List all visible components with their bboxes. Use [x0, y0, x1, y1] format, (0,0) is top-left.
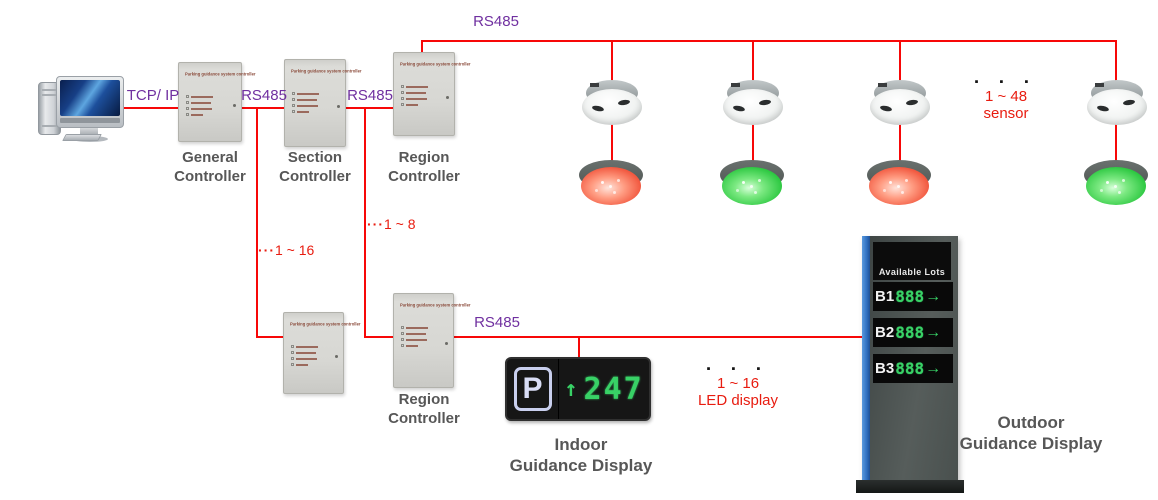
region-controller-device-top: Parking guidance system controller	[393, 52, 471, 136]
wire-region-chain-drop	[364, 107, 366, 338]
totem-base	[856, 480, 964, 493]
indoor-guidance-display: P ↑ 247	[505, 357, 651, 421]
wire-display-bus	[453, 336, 865, 338]
wire-section-chain-elbow	[256, 336, 284, 338]
device-header-text: Parking guidance system controller	[400, 303, 471, 308]
label-rs485-sensor-bus: RS485	[473, 13, 519, 30]
wire-sensor2-led	[752, 124, 754, 166]
ellipsis-icon: ▪ ▪ ▪	[974, 76, 1038, 88]
wire-sensor2-drop	[752, 40, 754, 84]
device-header-text: Parking guidance system controller	[290, 322, 361, 327]
pc-monitor	[56, 76, 124, 128]
led-indicator-1	[579, 160, 643, 208]
outdoor-guidance-display: Available Lots B1 888 → B2 888 → B3 888 …	[862, 236, 958, 484]
outdoor-display-label: Outdoor Guidance Display	[959, 413, 1103, 454]
label-rs485-general-section: RS485	[241, 87, 287, 104]
label-rs485-display-bus: RS485	[474, 314, 520, 331]
parking-p-icon: P	[513, 367, 552, 411]
section-controller-device: Parking guidance system controller	[284, 59, 362, 147]
ultrasonic-sensor-4	[1087, 80, 1147, 128]
wire-sensor4-drop	[1115, 40, 1117, 84]
label-rs485-section-region: RS485	[347, 87, 393, 104]
led-indicator-3	[867, 160, 931, 208]
pc-screen	[60, 80, 120, 117]
wire-indoor-drop	[578, 336, 580, 359]
wire-general-section	[242, 107, 286, 109]
led-indicator-4	[1084, 160, 1148, 208]
label-tcp-ip: TCP/ IP	[126, 87, 180, 104]
pc-keyboard	[62, 134, 102, 141]
totem-row-b1: B1 888 →	[873, 282, 953, 311]
wire-sensor3-drop	[899, 40, 901, 84]
wire-section-chain-drop	[256, 107, 258, 338]
indoor-count-value: 247	[583, 371, 644, 407]
wire-sensor1-led	[611, 124, 613, 166]
region-controller-top-label: Region Controller	[388, 149, 460, 185]
wire-region-riser	[421, 40, 423, 54]
general-controller-label: General Controller	[174, 149, 246, 185]
note-region-chain: ···1 ~ 8	[367, 216, 416, 232]
totem-row-b2: B2 888 →	[873, 318, 953, 347]
device-header-text: Parking guidance system controller	[185, 72, 256, 77]
section-controller-device-chained: Parking guidance system controller	[283, 312, 361, 394]
region-controller-bottom-label: Region Controller	[388, 391, 460, 427]
note-led-count: ▪ ▪ ▪ 1 ~ 16 LED display	[686, 363, 790, 410]
device-header-text: Parking guidance system controller	[291, 69, 362, 74]
led-indicator-2	[720, 160, 784, 208]
right-arrow-icon: →	[925, 287, 942, 305]
ultrasonic-sensor-2	[723, 80, 783, 128]
indoor-display-label: Indoor Guidance Display	[509, 435, 653, 476]
wire-region-chain-elbow	[364, 336, 395, 338]
wire-sensor3-led	[899, 124, 901, 166]
device-header-text: Parking guidance system controller	[400, 62, 471, 67]
wire-sensor4-led	[1115, 124, 1117, 166]
ultrasonic-sensor-3	[870, 80, 930, 128]
general-controller-device: Parking guidance system controller	[178, 62, 256, 142]
right-arrow-icon: →	[925, 359, 942, 377]
ultrasonic-sensor-1	[582, 80, 642, 128]
ellipsis-icon: ▪ ▪ ▪	[706, 363, 770, 375]
up-arrow-icon: ↑	[564, 376, 578, 402]
section-controller-label: Section Controller	[279, 149, 351, 185]
wire-sensor1-drop	[611, 40, 613, 84]
region-controller-device-bottom: Parking guidance system controller	[393, 293, 471, 388]
wire-pc-general	[118, 107, 180, 109]
management-computer	[34, 72, 130, 146]
wire-section-region	[346, 107, 395, 109]
note-section-chain: ···1 ~ 16	[258, 242, 315, 258]
totem-blue-edge	[862, 236, 870, 484]
right-arrow-icon: →	[925, 323, 942, 341]
note-sensor-count: ▪ ▪ ▪ 1 ~ 48 sensor	[964, 76, 1048, 123]
available-lots-header: Available Lots	[878, 267, 946, 277]
totem-row-b3: B3 888 →	[873, 354, 953, 383]
wire-sensor-bus	[421, 40, 1117, 42]
